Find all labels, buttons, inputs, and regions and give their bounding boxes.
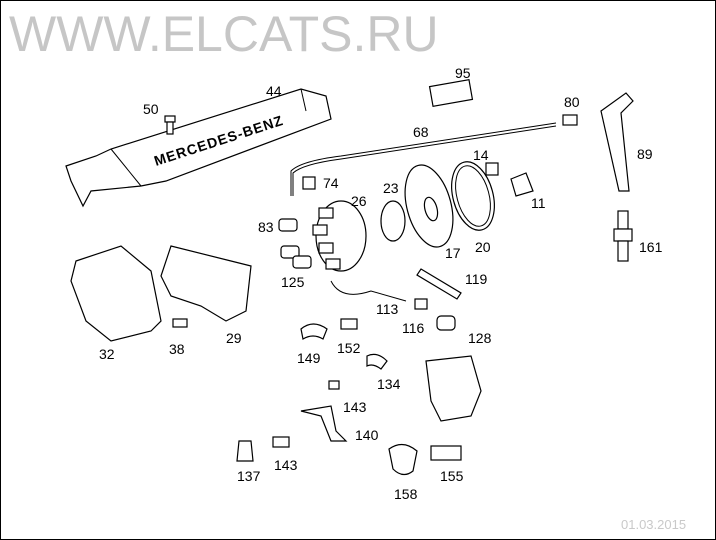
part-label: 116: [402, 320, 425, 336]
part-label: 23: [383, 180, 399, 196]
part-11: [510, 172, 534, 197]
part-label: 29: [226, 330, 242, 346]
reservoir-part: [425, 355, 482, 422]
part-label: 11: [531, 195, 546, 211]
bracket-140-part: [300, 405, 348, 442]
clip-152-part: [340, 318, 358, 330]
clip-137-part: [236, 440, 254, 462]
part-label: 155: [440, 468, 464, 484]
cover-32-part: [70, 245, 162, 342]
part-label: 20: [475, 239, 491, 255]
plug-lead-89-part: [600, 92, 634, 192]
part-label: 143: [343, 399, 367, 415]
part-label: 149: [297, 350, 321, 366]
clip-74-part: [302, 176, 316, 190]
spark-plug-161-part: [613, 210, 633, 262]
connector-125-part: [280, 245, 300, 259]
part-label: 140: [355, 427, 379, 443]
connector-83-part: [278, 218, 298, 232]
part-label: 68: [413, 124, 429, 140]
clamp-158-part: [388, 443, 418, 476]
part-116: [414, 298, 428, 310]
part-label: 26: [351, 193, 367, 209]
distributor-cap-26-part: [312, 200, 367, 272]
part-label: 17: [445, 245, 461, 261]
part-label: 143: [274, 457, 298, 473]
part-number-labels: 44 50 95 80 68 14 74 23 26 89 11 83 17 2…: [99, 65, 663, 502]
part-label: 125: [281, 274, 305, 290]
clip-134-part: [366, 353, 388, 370]
clip-155-part: [430, 445, 462, 461]
hose-119-part: [416, 268, 462, 300]
part-label: 152: [337, 340, 361, 356]
cable-113-part: [330, 280, 407, 302]
screw-14-part: [485, 162, 499, 176]
part-label: 161: [639, 239, 663, 255]
part-label: 128: [468, 330, 492, 346]
watermark: WWW.ELCATS.RU: [9, 6, 439, 62]
date-stamp: 01.03.2015: [621, 517, 686, 532]
bolt-143b-part: [272, 436, 290, 448]
part-label: 74: [323, 175, 339, 191]
bolt-143-part: [328, 380, 340, 390]
part-label: 134: [377, 376, 401, 392]
part-label: 14: [473, 147, 489, 163]
part-label: 32: [99, 346, 115, 362]
part-label: 89: [637, 146, 653, 162]
connector-95-part: [428, 78, 474, 108]
part-label: 38: [169, 341, 185, 357]
part-label: 95: [455, 65, 471, 81]
part-label: 158: [394, 486, 418, 502]
part-label: 50: [143, 101, 159, 117]
part-label: 80: [564, 94, 580, 110]
part-label: 119: [465, 271, 488, 287]
bolt-38-part: [172, 318, 188, 328]
bracket-29-part: [160, 245, 252, 322]
part-label: 137: [237, 468, 261, 484]
part-128: [436, 315, 456, 331]
rotor-23-part: [380, 200, 406, 242]
screw-50-part: [164, 115, 176, 135]
plug-cap-80-part: [562, 114, 578, 126]
part-label: 113: [376, 301, 399, 317]
cable-68-part: [290, 122, 557, 196]
clip-149-part: [300, 323, 328, 340]
part-label: 83: [258, 219, 274, 235]
part-label: 44: [266, 83, 282, 99]
